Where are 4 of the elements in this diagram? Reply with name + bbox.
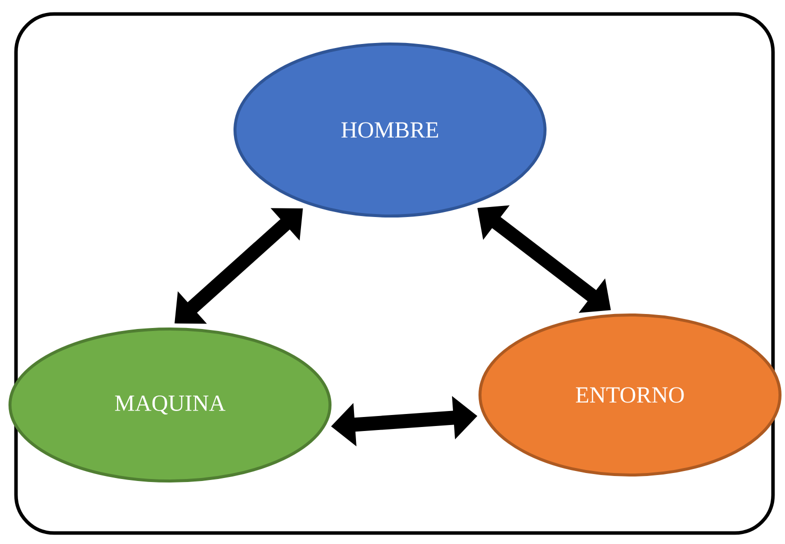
ellipse-node: HOMBRE (234, 42, 546, 218)
ellipse-node: ENTORNO (478, 314, 782, 476)
ellipse-node: MAQUINA (8, 328, 332, 482)
double-arrow (174, 208, 303, 324)
